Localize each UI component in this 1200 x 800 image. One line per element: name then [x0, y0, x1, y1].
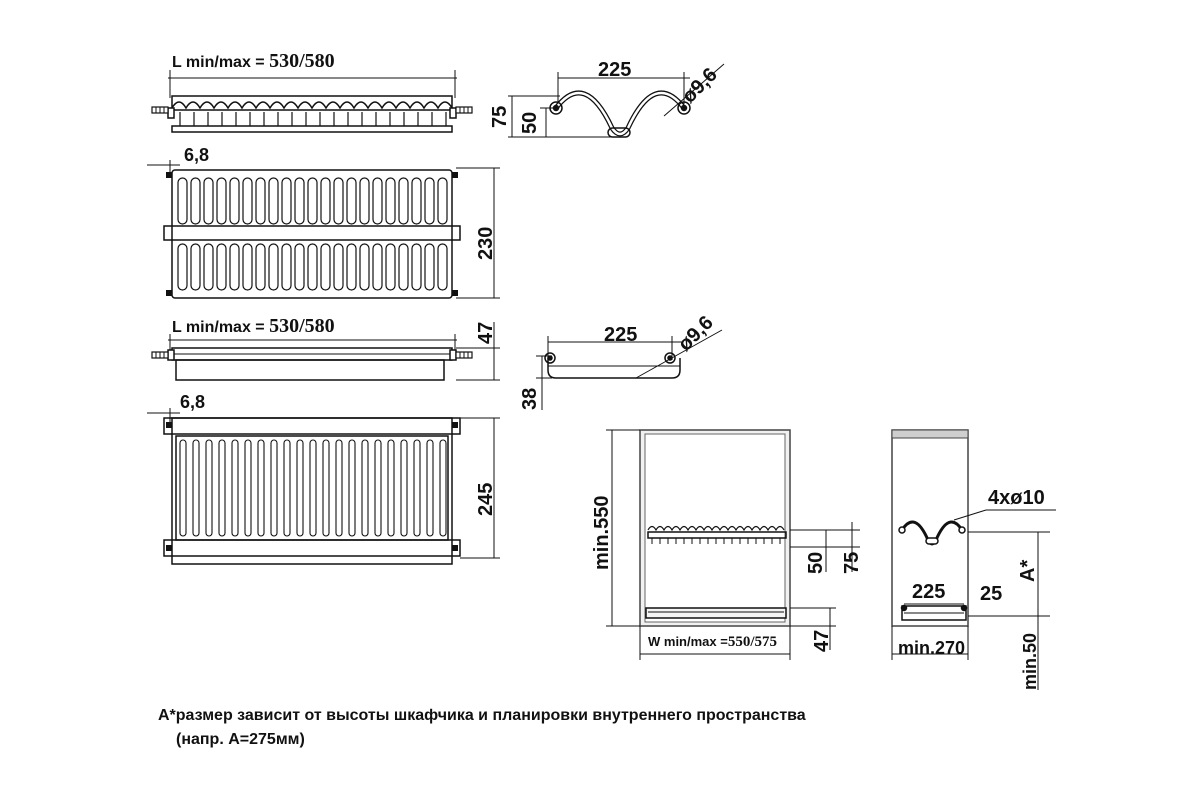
prof-min270: min.270	[898, 638, 965, 658]
offset-top: 6,8	[184, 145, 209, 165]
prof-25: 25	[980, 583, 1002, 605]
prof-holes: 4xø10	[988, 487, 1045, 509]
side-height-75: 75	[489, 106, 511, 128]
l-minmax-bottom: L min/max = 530/580	[172, 315, 335, 337]
cab-min550: min.550	[591, 496, 613, 570]
height-245: 245	[475, 483, 497, 516]
side-height-50: 50	[519, 112, 541, 134]
cab-47: 47	[811, 630, 833, 652]
footnote-line-1: A*размер зависит от высоты шкафчика и пл…	[158, 707, 806, 724]
cab-75: 75	[841, 552, 863, 574]
plate-rack-plan-view	[147, 160, 500, 299]
cab-width: W min/max =550/575	[648, 634, 777, 650]
prof-225: 225	[912, 581, 945, 603]
cabinet-front-view	[606, 429, 860, 660]
side-height-38: 38	[519, 388, 541, 410]
tray-side-profile	[536, 329, 723, 410]
rack-side-profile	[508, 63, 725, 138]
side-width-225-bottom: 225	[604, 324, 637, 346]
tray-plan-view	[147, 408, 500, 565]
side-width-225-top: 225	[598, 59, 631, 81]
offset-bottom: 6,8	[180, 392, 205, 412]
cab-50: 50	[805, 552, 827, 574]
prof-min50: min.50	[1020, 633, 1040, 690]
height-230: 230	[475, 227, 497, 260]
tray-front-view	[167, 322, 500, 381]
cabinet-side-profile	[891, 429, 1056, 690]
plate-rack-front-view	[167, 70, 457, 133]
l-minmax-top: L min/max = 530/580	[172, 50, 335, 72]
side-diam-bottom: ø9,6	[674, 312, 718, 356]
side-diam-top: ø9,6	[678, 64, 722, 108]
tray-height-47: 47	[475, 322, 497, 344]
footnote: A*размер зависит от высоты шкафчика и пл…	[158, 704, 806, 752]
footnote-line-2: (напр. А=275мм)	[176, 731, 305, 748]
prof-a: A*	[1017, 560, 1039, 582]
